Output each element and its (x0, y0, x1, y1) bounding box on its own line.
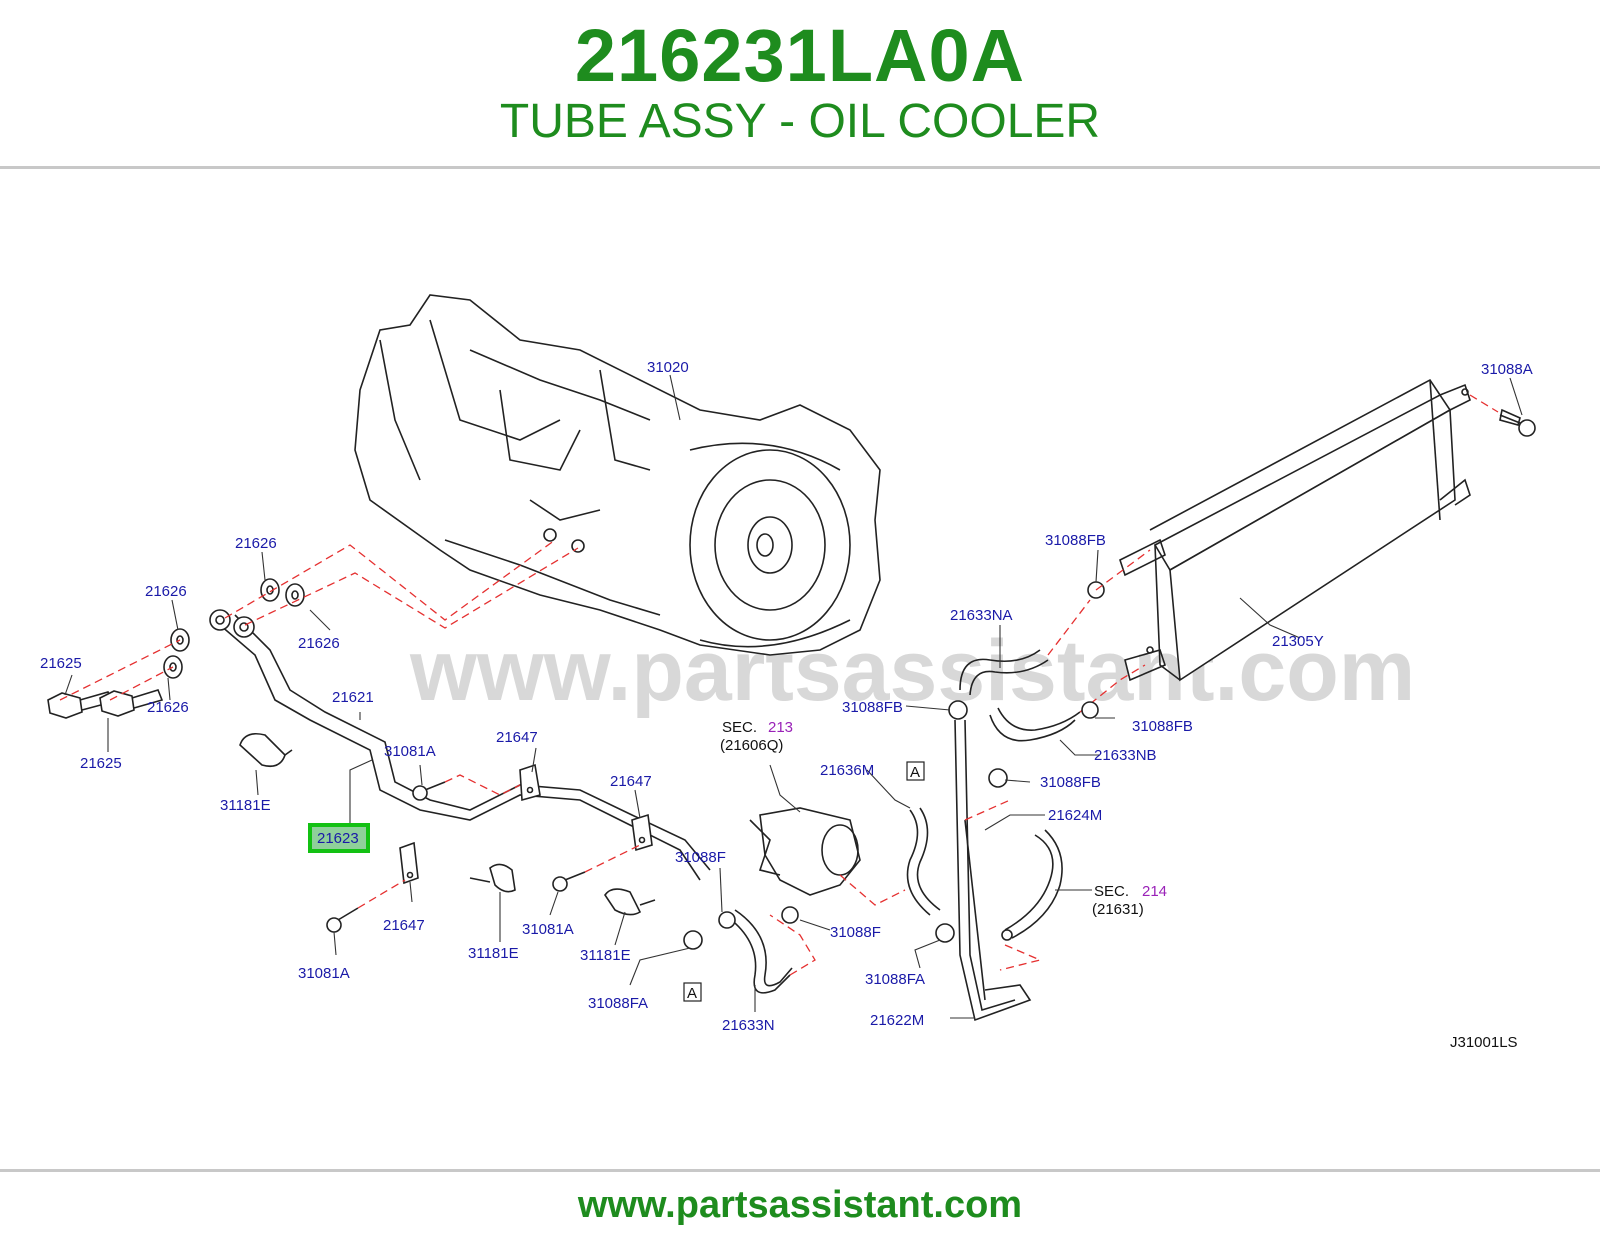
label-21647-a[interactable]: 21647 (496, 729, 538, 746)
label-21626-b[interactable]: 21626 (145, 583, 187, 600)
diagram-code: J31001LS (1450, 1034, 1518, 1051)
label-21622m[interactable]: 21622M (870, 1012, 924, 1029)
svg-text:A: A (910, 764, 920, 781)
label-31181e-c[interactable]: 31181E (580, 947, 631, 964)
label-31088fa-a[interactable]: 31088FA (588, 995, 648, 1012)
part-number-title: 216231LA0A (574, 14, 1026, 97)
bracket-21647-a[interactable] (519, 763, 541, 802)
label-21305y[interactable]: 21305Y (1272, 633, 1324, 650)
label-21623: 21623 (317, 830, 359, 847)
section-213-link[interactable]: 213 (768, 719, 793, 736)
footer-url[interactable]: www.partsassistant.com (577, 1184, 1023, 1226)
part-description: TUBE ASSY - OIL COOLER (499, 95, 1101, 148)
label-31081a-b[interactable]: 31081A (522, 921, 574, 938)
bolt-31081a-c[interactable] (326, 907, 359, 933)
label-21626-c[interactable]: 21626 (298, 635, 340, 652)
label-31088f-b[interactable]: 31088F (830, 924, 881, 941)
label-21647-b[interactable]: 21647 (610, 773, 652, 790)
bolt-31081a-a[interactable] (412, 781, 446, 801)
svg-text:A: A (687, 985, 697, 1002)
label-21633na[interactable]: 21633NA (950, 607, 1013, 624)
washer-21626-set[interactable] (163, 578, 305, 679)
page-header: 216231LA0A TUBE ASSY - OIL COOLER (0, 0, 1600, 168)
highlighted-part-21623[interactable]: 21623 (308, 823, 370, 853)
hose-21624m[interactable] (1001, 829, 1063, 941)
label-31088fa-b[interactable]: 31088FA (865, 971, 925, 988)
section-214-prefix: SEC. (1094, 883, 1129, 900)
eye-bolt-21625-b[interactable] (99, 689, 164, 717)
bolt-31088a[interactable] (1499, 408, 1536, 437)
section-214-sub: (21631) (1092, 901, 1144, 918)
section-213-sub: (21606Q) (720, 737, 783, 754)
label-21633nb[interactable]: 21633NB (1094, 747, 1157, 764)
label-31088fb-top[interactable]: 31088FB (1045, 532, 1106, 549)
hose-21633n[interactable] (724, 909, 793, 994)
label-31181e-a[interactable]: 31181E (220, 797, 271, 814)
reference-box-a-upper: A (906, 761, 925, 781)
oil-cooler-tube-21623[interactable] (209, 609, 711, 881)
section-213-prefix: SEC. (722, 719, 757, 736)
label-31088f-a[interactable]: 31088F (675, 849, 726, 866)
bolt-31081a-b[interactable] (552, 871, 586, 892)
section-214-link[interactable]: 214 (1142, 883, 1167, 900)
tube-21622m[interactable] (954, 719, 1032, 1022)
label-31088a[interactable]: 31088A (1481, 361, 1533, 378)
header-divider (0, 166, 1600, 169)
label-21647-c[interactable]: 21647 (383, 917, 425, 934)
label-21625-b[interactable]: 21625 (80, 755, 122, 772)
label-21621[interactable]: 21621 (332, 689, 374, 706)
label-31088fb-left[interactable]: 31088FB (842, 699, 903, 716)
clamp-31181e-a[interactable] (239, 732, 293, 768)
footer-divider (0, 1169, 1600, 1172)
label-21636m[interactable]: 21636M (820, 762, 874, 779)
label-21626-d[interactable]: 21626 (147, 699, 189, 716)
label-21633n[interactable]: 21633N (722, 1017, 775, 1034)
label-31081a-c[interactable]: 31081A (298, 965, 350, 982)
oil-cooler-radiator[interactable] (1119, 378, 1471, 682)
label-31088fb-lower[interactable]: 31088FB (1040, 774, 1101, 791)
label-21626-a[interactable]: 21626 (235, 535, 277, 552)
label-31181e-b[interactable]: 31181E (468, 945, 519, 962)
reference-box-a-lower: A (683, 982, 702, 1002)
bracket-21647-b[interactable] (631, 813, 653, 852)
clamp-31181e-b[interactable] (469, 863, 516, 893)
label-31088fb-right[interactable]: 31088FB (1132, 718, 1193, 735)
watermark-text: www.partsassistant.com (409, 623, 1415, 719)
bracket-21647-c[interactable] (399, 841, 419, 885)
label-21624m[interactable]: 21624M (1048, 807, 1102, 824)
oil-filter-sec213[interactable] (749, 807, 861, 896)
hose-21633na[interactable] (959, 649, 1049, 696)
label-31081a-a[interactable]: 31081A (384, 743, 436, 760)
transmission-assembly[interactable] (354, 294, 881, 656)
label-21625-a[interactable]: 21625 (40, 655, 82, 672)
hose-21636m[interactable] (906, 807, 941, 916)
clamp-31181e-c[interactable] (604, 888, 656, 916)
leader-lines (64, 374, 1523, 1019)
hose-clamps[interactable] (683, 581, 1105, 950)
hose-21633nb[interactable] (989, 707, 1081, 742)
label-31020[interactable]: 31020 (647, 359, 689, 376)
